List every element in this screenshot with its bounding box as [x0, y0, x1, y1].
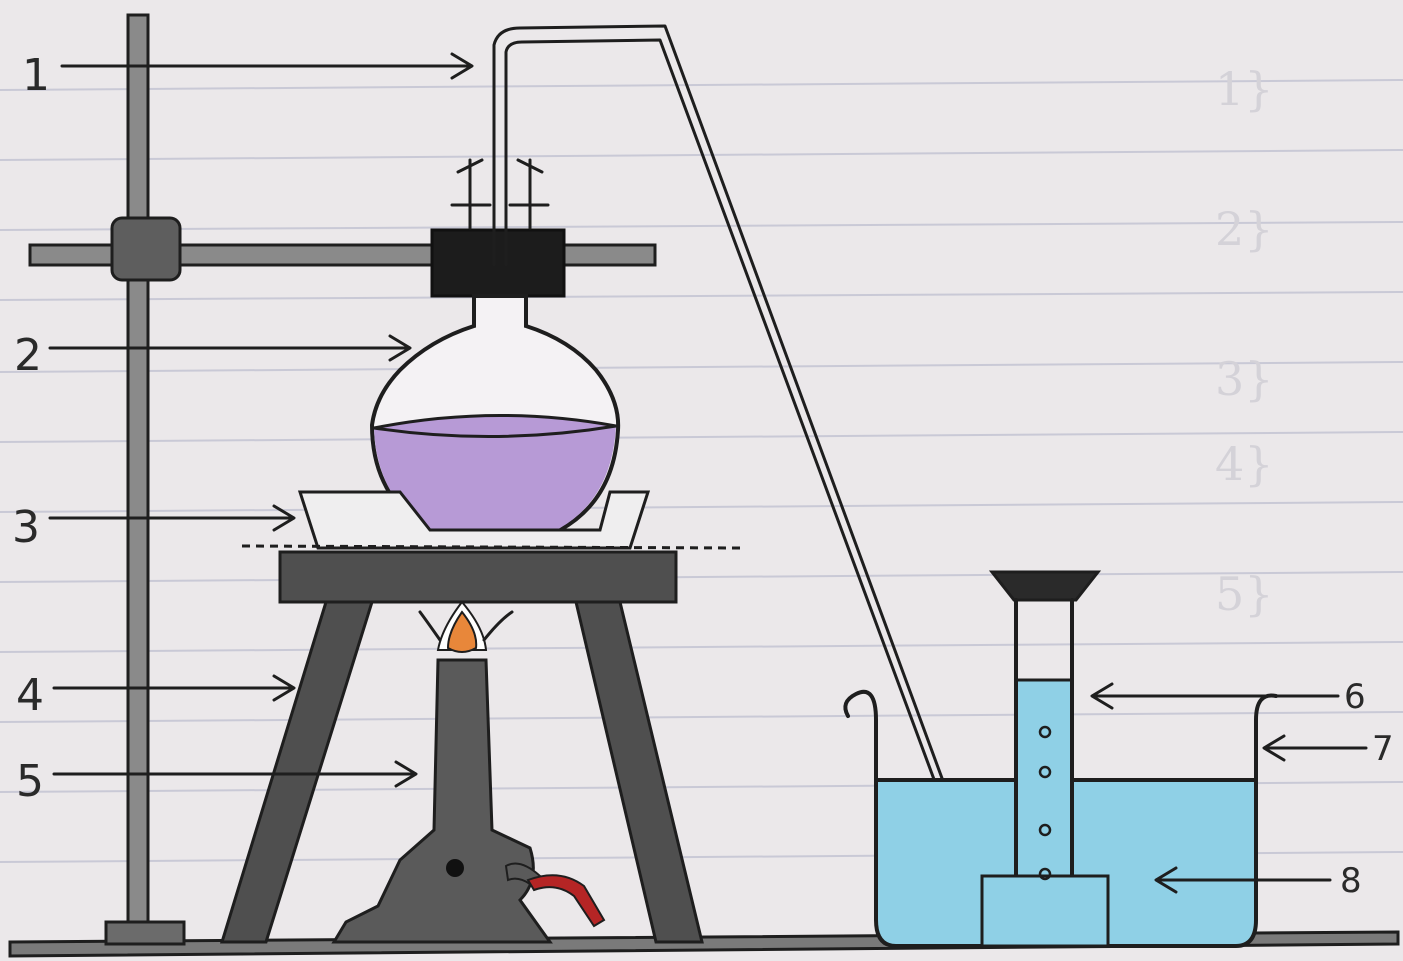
ruled-lines: [0, 80, 1403, 862]
label-arrows: [50, 54, 1366, 892]
bg-note: 3}: [1215, 352, 1274, 406]
gas-jar: [982, 572, 1108, 946]
bg-note: 5}: [1215, 567, 1274, 621]
label-2: 2: [14, 330, 42, 381]
background-notes: 1} 2} 3} 4} 5}: [1215, 62, 1274, 621]
label-6: 6: [1344, 677, 1366, 717]
bg-note: 1}: [1215, 62, 1274, 116]
bg-note: 4}: [1215, 437, 1274, 491]
bunsen-burner: [334, 660, 550, 942]
label-5: 5: [16, 756, 44, 807]
label-8: 8: [1340, 861, 1362, 901]
label-1: 1: [22, 50, 50, 101]
bg-note: 2}: [1215, 202, 1274, 256]
label-3: 3: [12, 502, 40, 553]
label-4: 4: [16, 670, 44, 721]
flame: [420, 602, 512, 652]
label-7: 7: [1372, 729, 1394, 769]
gas-tube: [528, 875, 604, 926]
